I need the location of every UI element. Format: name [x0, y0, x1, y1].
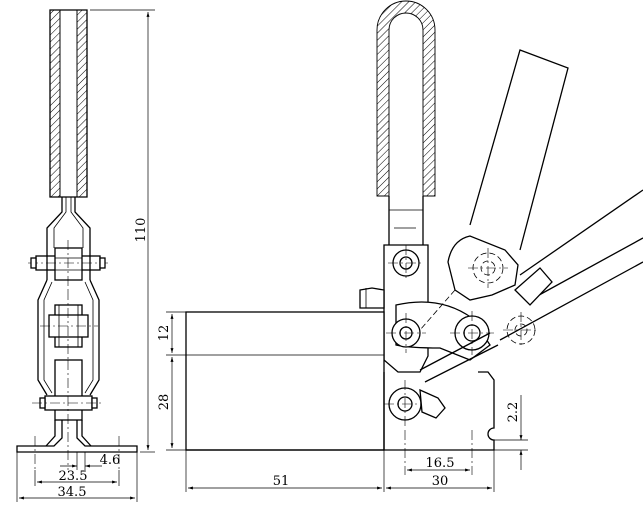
- side-dimensions: 12 28 51 30 16.5 2.2: [157, 311, 528, 492]
- side-body: [185, 311, 385, 451]
- side-open-position: [419, 49, 643, 348]
- front-handle-grip: [49, 9, 88, 198]
- front-view: 110 4.6 23.5 34.5: [16, 9, 155, 502]
- front-side-plates: [37, 279, 100, 396]
- dim-hole-spacing: 23.5: [59, 469, 88, 484]
- front-middle-link: [40, 290, 98, 360]
- side-linkage: [386, 301, 499, 383]
- dim-overall-height: 110: [134, 218, 149, 243]
- dim-base-width: 34.5: [58, 485, 87, 500]
- side-pivot-upper: [388, 245, 424, 281]
- dim-base-thickness: 2.2: [506, 402, 521, 423]
- dim-body-upper-height: 12: [157, 325, 172, 342]
- front-dimensions: 110 4.6 23.5 34.5: [16, 9, 155, 502]
- side-handle-grip: [376, 0, 436, 197]
- dim-body-length: 51: [273, 474, 290, 489]
- side-view: 12 28 51 30 16.5 2.2: [157, 0, 643, 492]
- dim-base-offset: 4.6: [100, 453, 121, 468]
- dim-base-length: 30: [432, 474, 449, 489]
- dim-base-hole-spacing: 16.5: [426, 456, 455, 471]
- front-lower-link: [32, 240, 104, 470]
- dim-body-lower-height: 28: [157, 394, 172, 411]
- front-handle-shaft: [46, 197, 91, 248]
- side-pivot-lower: [384, 380, 446, 428]
